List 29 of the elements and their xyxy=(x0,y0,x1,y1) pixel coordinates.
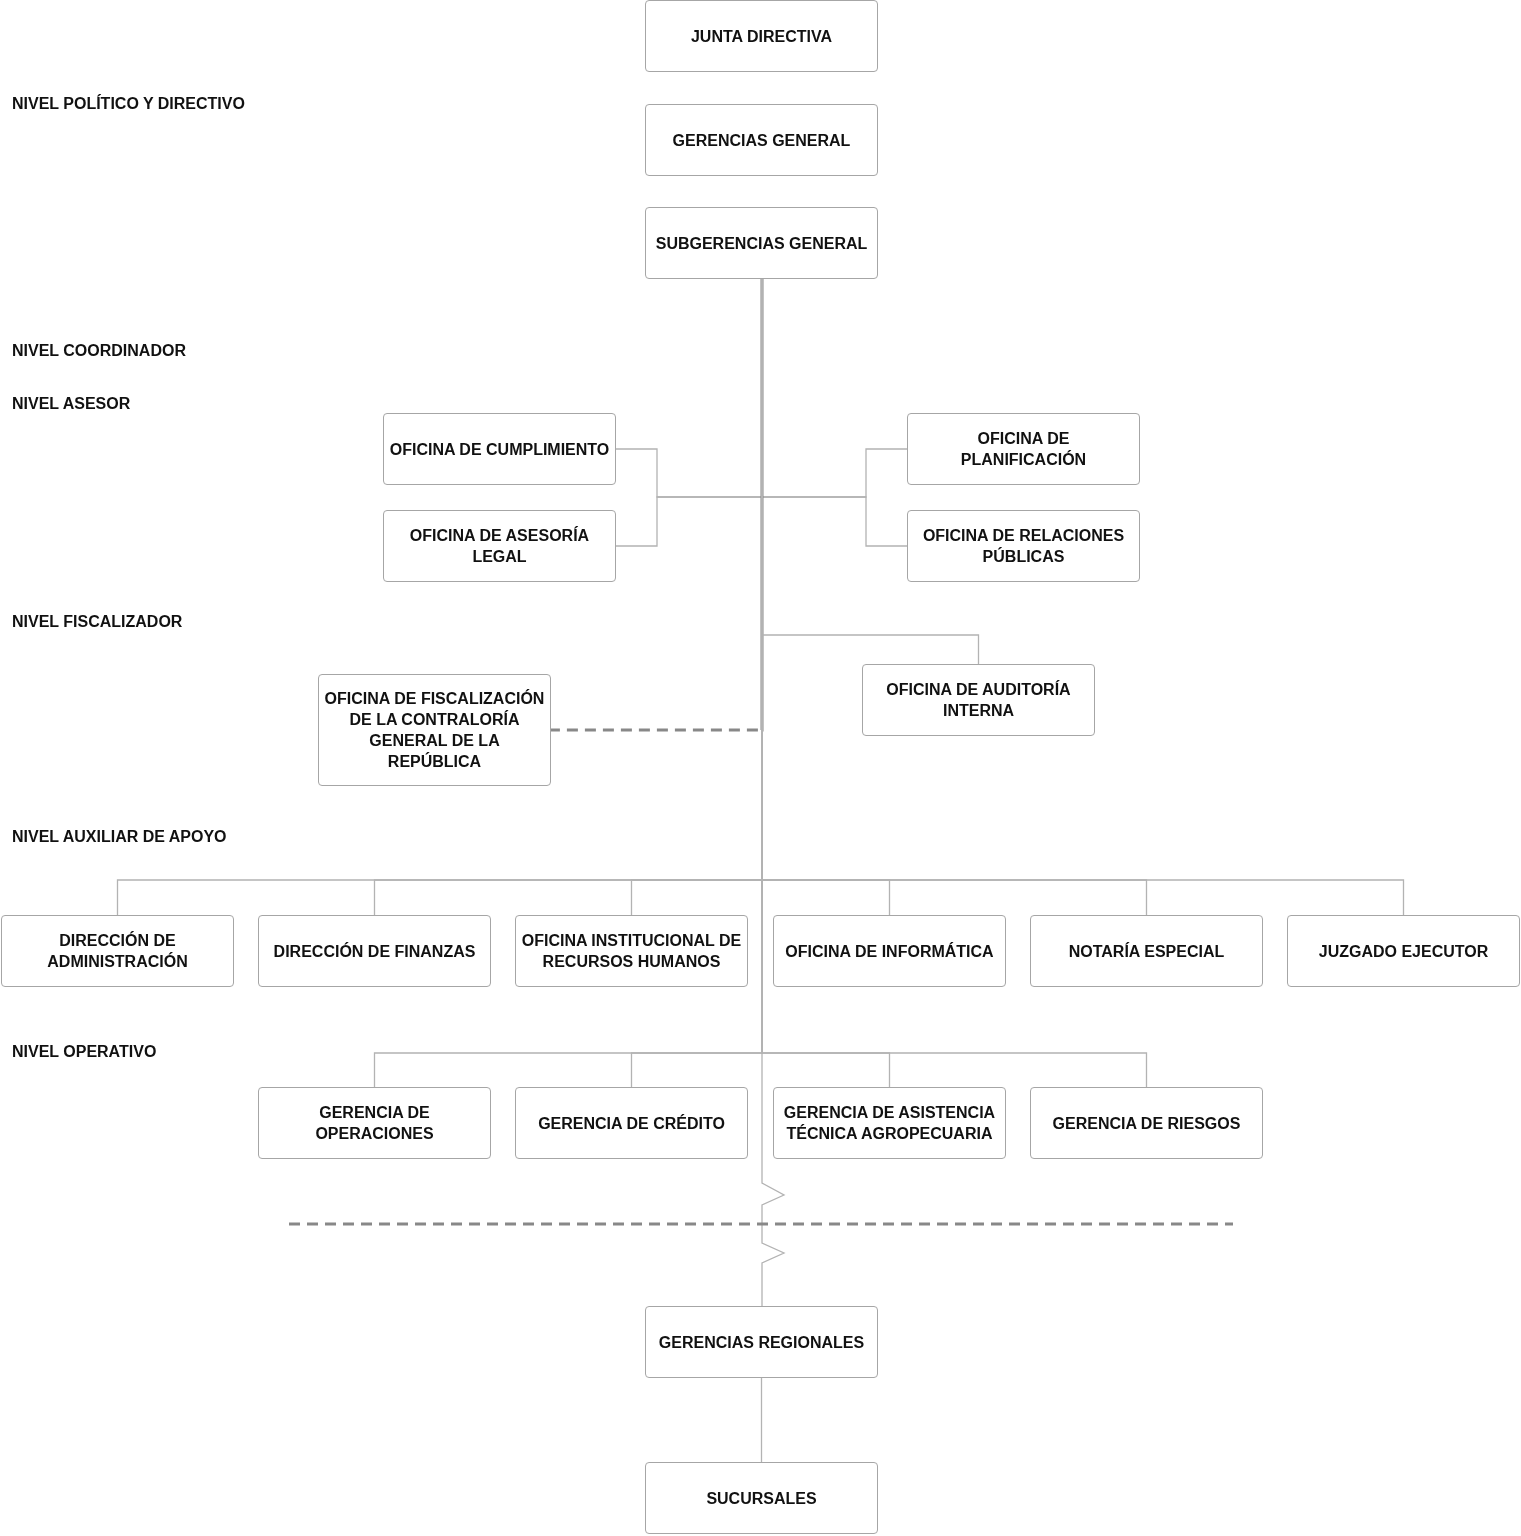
org-box: GERENCIA DE ASISTENCIA TÉCNICA AGROPECUARIA xyxy=(773,1087,1006,1159)
org-box: SUBGERENCIAS GENERAL xyxy=(645,207,878,279)
org-box: OFICINA DE CUMPLIMIENTO xyxy=(383,413,616,485)
org-box: DIRECCIÓN DE FINANZAS xyxy=(258,915,491,987)
org-box: JUNTA DIRECTIVA xyxy=(645,0,878,72)
org-box: OFICINA DE AUDITORÍA INTERNA xyxy=(862,664,1095,736)
level-label: NIVEL ASESOR xyxy=(12,395,131,413)
org-box: OFICINA DE FISCALIZACIÓN DE LA CONTRALORÍA GENERAL DE LA REPÚBLICA xyxy=(318,674,551,786)
org-box: OFICINA DE ASESORÍA LEGAL xyxy=(383,510,616,582)
org-box: NOTARÍA ESPECIAL xyxy=(1030,915,1263,987)
org-box: OFICINA INSTITUCIONAL DE RECURSOS HUMANOS xyxy=(515,915,748,987)
org-box: DIRECCIÓN DE ADMINISTRACIÓN xyxy=(1,915,234,987)
level-label: NIVEL FISCALIZADOR xyxy=(12,613,183,631)
dashed-connector xyxy=(551,279,764,732)
level-label: NIVEL COORDINADOR xyxy=(12,342,186,360)
org-box: JUZGADO EJECUTOR xyxy=(1287,915,1520,987)
level-label: NIVEL OPERATIVO xyxy=(12,1043,157,1061)
org-box: SUCURSALES xyxy=(645,1462,878,1534)
org-box: OFICINA DE PLANIFICACIÓN xyxy=(907,413,1140,485)
org-box: GERENCIA DE CRÉDITO xyxy=(515,1087,748,1159)
level-label: NIVEL AUXILIAR DE APOYO xyxy=(12,828,227,846)
org-box: GERENCIAS REGIONALES xyxy=(645,1306,878,1378)
org-box: OFICINA DE RELACIONES PÚBLICAS xyxy=(907,510,1140,582)
connector-line xyxy=(760,1377,763,1463)
level-label: NIVEL POLÍTICO Y DIRECTIVO xyxy=(12,95,245,113)
org-box: GERENCIA DE RIESGOS xyxy=(1030,1087,1263,1159)
org-box: GERENCIA DE OPERACIONES xyxy=(258,1087,491,1159)
org-box: GERENCIAS GENERAL xyxy=(645,104,878,176)
org-box: OFICINA DE INFORMÁTICA xyxy=(773,915,1006,987)
